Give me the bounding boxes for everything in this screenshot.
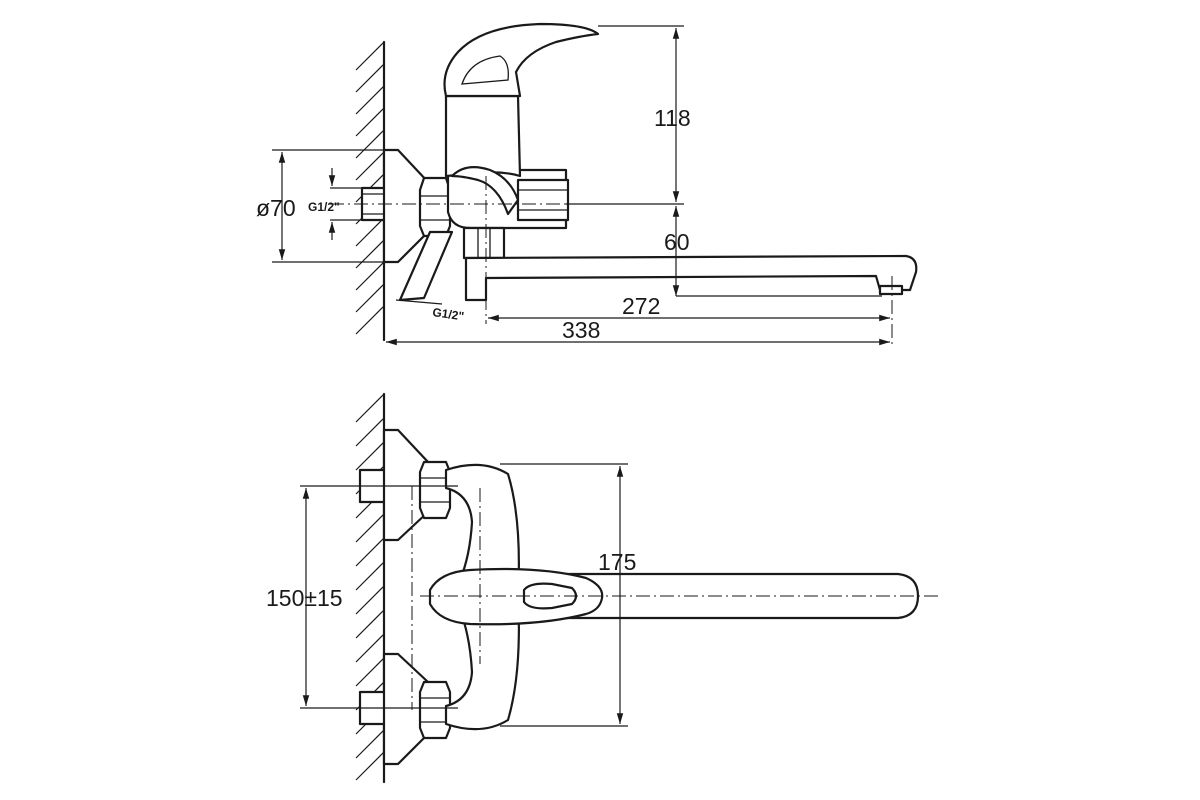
side-view: 118 60 272 338 ø70 G1/2" G1/2" — [256, 22, 918, 346]
dim-118-label: 118 — [654, 105, 691, 131]
dim-175-label: 175 — [598, 549, 636, 575]
lever-opening — [461, 55, 509, 85]
hex-nut-lower — [418, 680, 452, 740]
swivel-collar — [462, 226, 506, 260]
dim-60-label: 60 — [664, 229, 690, 255]
thread-label-top: G1/2" — [308, 200, 340, 214]
dim-150-label: 150±15 — [266, 585, 343, 611]
dim-272-label: 272 — [622, 293, 660, 319]
top-view: 175 150±15 — [266, 392, 940, 784]
body-end-cap — [516, 178, 570, 222]
dim-338-label: 338 — [562, 317, 600, 343]
hex-nut-top — [418, 176, 452, 238]
eccentric-arm — [398, 230, 454, 302]
hex-nut-upper — [418, 460, 452, 520]
lever-handle — [443, 22, 600, 98]
cartridge-housing — [444, 94, 522, 178]
aerator — [878, 284, 904, 296]
thread-label-angled: G1/2" — [432, 305, 465, 323]
lever-top-view — [428, 567, 604, 626]
dim-dia70-label: ø70 — [256, 195, 296, 221]
spout-side — [464, 254, 918, 302]
body-curve — [450, 165, 520, 216]
